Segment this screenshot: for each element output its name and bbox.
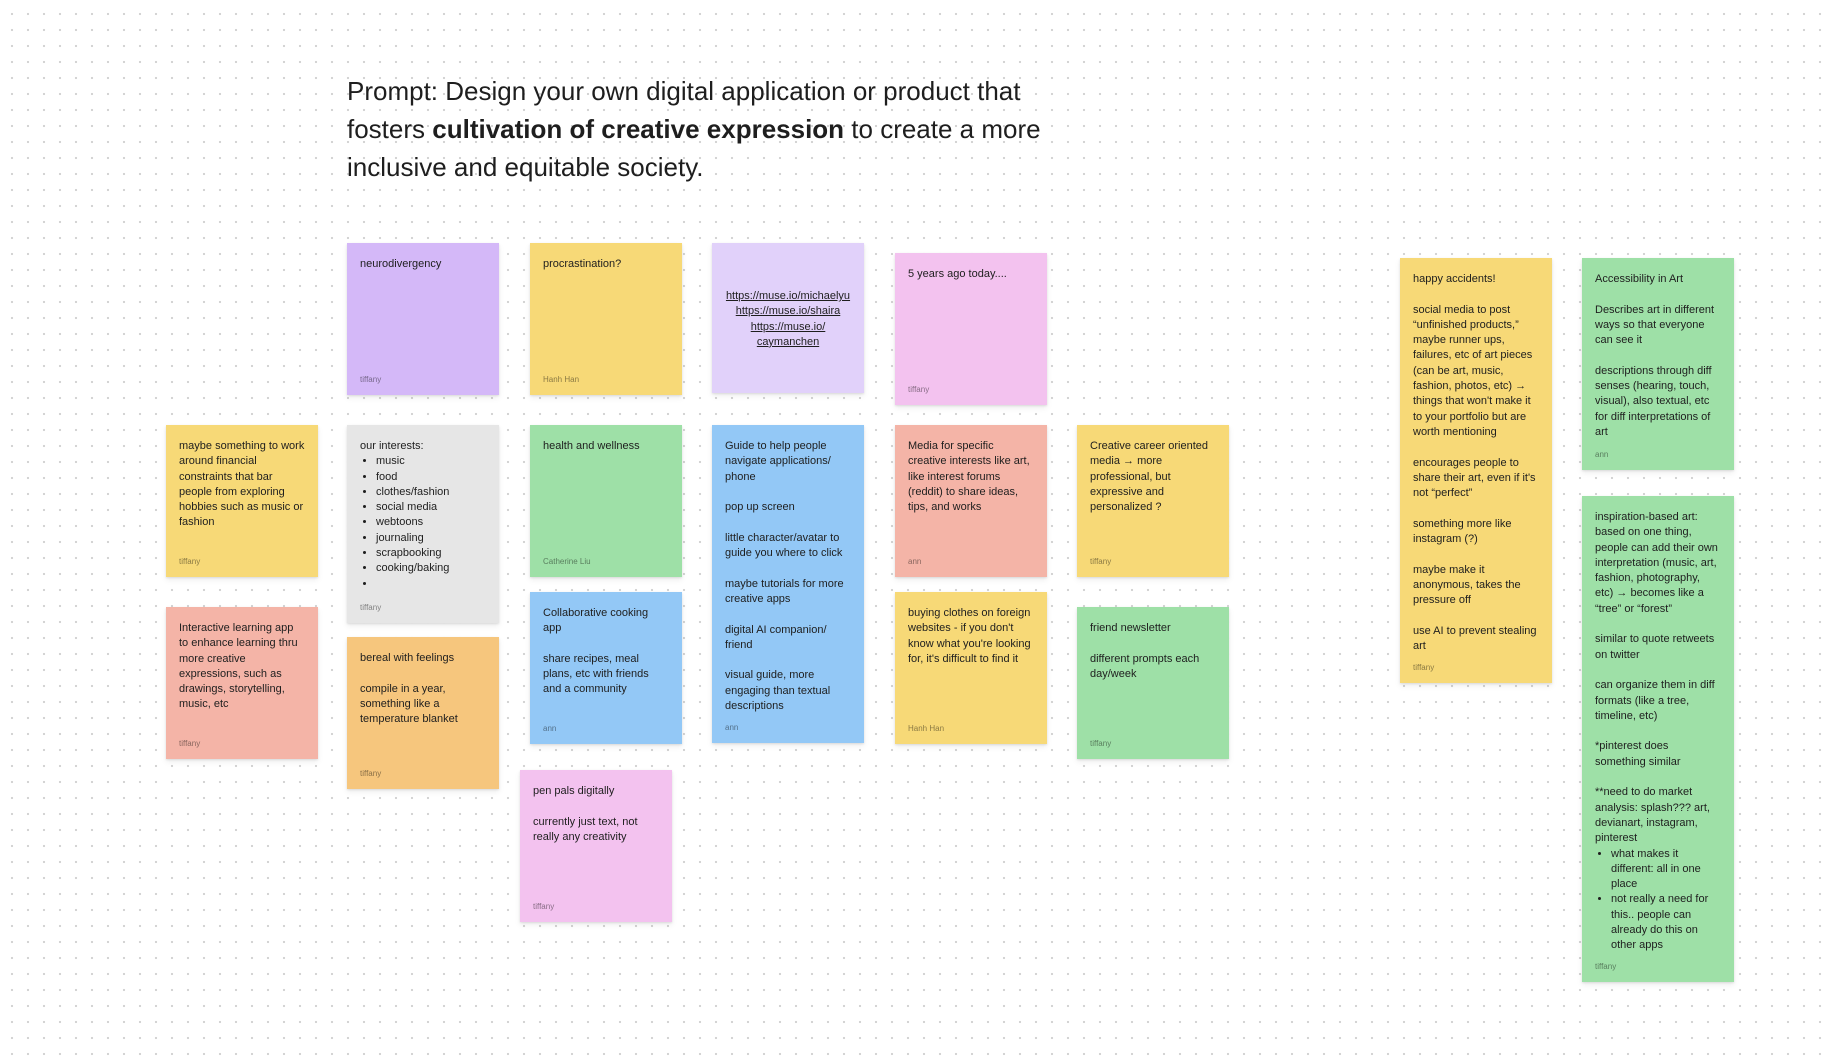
list-item [376, 577, 486, 592]
list-item: webtoons [376, 515, 486, 530]
prompt-prefix: Prompt: Design your own digital applicat… [347, 76, 1021, 144]
sticky-note-clothes[interactable]: buying clothes on foreign websites - if … [895, 592, 1047, 744]
link-michaelyu[interactable]: https://muse.io/michaelyu [725, 290, 851, 302]
sticky-author: Hanh Han [543, 375, 580, 384]
link-shaira[interactable]: https://muse.io/shaira [735, 305, 841, 318]
sticky-note-media[interactable]: Media for specific creative interests li… [895, 425, 1047, 577]
sticky-note-financial[interactable]: maybe something to work around financial… [166, 425, 318, 577]
sticky-author: tiffany [360, 769, 382, 778]
sticky-note-learning[interactable]: Interactive learning app to enhance lear… [166, 607, 318, 759]
sticky-note-five-years[interactable]: 5 years ago today.... tiffany [895, 253, 1047, 405]
sticky-author: tiffany [360, 375, 382, 384]
list-item: music [376, 454, 486, 469]
sticky-note-links[interactable]: https://muse.io/michaelyu https://muse.i… [712, 243, 864, 393]
sticky-note-inspiration[interactable]: inspiration-based art: based on one thin… [1582, 496, 1734, 982]
sticky-note-guide[interactable]: Guide to help people navigate applicatio… [712, 425, 864, 743]
prompt-suffix: to create a more inclusive and equitable… [347, 114, 1041, 182]
sticky-text: friend newsletter different prompts each… [1090, 622, 1200, 680]
sticky-author: Hanh Han [908, 724, 945, 733]
link-caymanchen[interactable]: https://muse.io/ [750, 320, 826, 333]
sticky-note-health[interactable]: health and wellness Catherine Liu [530, 425, 682, 577]
sticky-text: 5 years ago today.... [908, 268, 1007, 280]
sticky-author: tiffany [179, 557, 201, 566]
sticky-text: neurodivergency [360, 258, 442, 270]
sticky-author: tiffany [1595, 962, 1617, 971]
sticky-text: Accessibility in Art Describes art in di… [1595, 273, 1715, 438]
inspiration-bullets: what makes it different: all in one plac… [1595, 847, 1721, 954]
sticky-text: Collaborative cooking app share recipes,… [543, 607, 649, 696]
sticky-text: Media for specific creative interests li… [908, 440, 1033, 514]
sticky-author: ann [543, 724, 557, 733]
sticky-note-interests[interactable]: our interests: music food clothes/fashio… [347, 425, 499, 623]
sticky-text: happy accidents! social media to post “u… [1413, 273, 1537, 653]
sticky-author: ann [908, 557, 922, 566]
sticky-text: inspiration-based art: based on one thin… [1595, 511, 1718, 845]
list-item: journaling [376, 531, 486, 546]
board-prompt: Prompt: Design your own digital applicat… [347, 72, 1047, 186]
sticky-author: tiffany [908, 385, 930, 394]
sticky-author: tiffany [360, 603, 382, 612]
sticky-note-neurodivergency[interactable]: neurodivergency tiffany [347, 243, 499, 395]
sticky-text: buying clothes on foreign websites - if … [908, 607, 1034, 665]
sticky-note-penpals[interactable]: pen pals digitally currently just text, … [520, 770, 672, 922]
sticky-author: ann [725, 723, 739, 732]
sticky-note-cooking[interactable]: Collaborative cooking app share recipes,… [530, 592, 682, 744]
list-item: social media [376, 500, 486, 515]
sticky-author: tiffany [1090, 557, 1112, 566]
list-item: food [376, 470, 486, 485]
sticky-author: tiffany [1090, 739, 1112, 748]
sticky-text: Guide to help people navigate applicatio… [725, 440, 844, 713]
sticky-author: tiffany [533, 902, 555, 911]
sticky-text: health and wellness [543, 440, 640, 452]
sticky-note-happy-accidents[interactable]: happy accidents! social media to post “u… [1400, 258, 1552, 683]
sticky-note-accessibility[interactable]: Accessibility in Art Describes art in di… [1582, 258, 1734, 470]
link-caymanchen-cont[interactable]: caymanchen [756, 335, 820, 348]
prompt-emphasis: cultivation of creative expression [432, 114, 845, 144]
sticky-author: ann [1595, 450, 1609, 459]
sticky-note-newsletter[interactable]: friend newsletter different prompts each… [1077, 607, 1229, 759]
list-item: what makes it different: all in one plac… [1611, 847, 1721, 893]
sticky-note-procrastination[interactable]: procrastination? Hanh Han [530, 243, 682, 395]
list-item: scrapbooking [376, 546, 486, 561]
sticky-author: tiffany [179, 739, 201, 748]
list-item: cooking/baking [376, 561, 486, 576]
sticky-text: procrastination? [543, 258, 622, 270]
list-item: not really a need for this.. people can … [1611, 892, 1721, 953]
sticky-author: tiffany [1413, 663, 1435, 672]
sticky-note-career[interactable]: Creative career oriented media → more pr… [1077, 425, 1229, 577]
interests-list: music food clothes/fashion social media … [360, 454, 486, 592]
sticky-text: pen pals digitally currently just text, … [533, 785, 638, 843]
sticky-note-bereal[interactable]: bereal with feelings compile in a year, … [347, 637, 499, 789]
sticky-text: Interactive learning app to enhance lear… [179, 622, 301, 711]
sticky-author: Catherine Liu [543, 557, 591, 566]
sticky-text: maybe something to work around financial… [179, 440, 308, 529]
sticky-heading: our interests: [360, 440, 424, 452]
list-item: clothes/fashion [376, 485, 486, 500]
sticky-text: Creative career oriented media → more pr… [1090, 440, 1212, 514]
sticky-text: bereal with feelings compile in a year, … [360, 652, 458, 726]
